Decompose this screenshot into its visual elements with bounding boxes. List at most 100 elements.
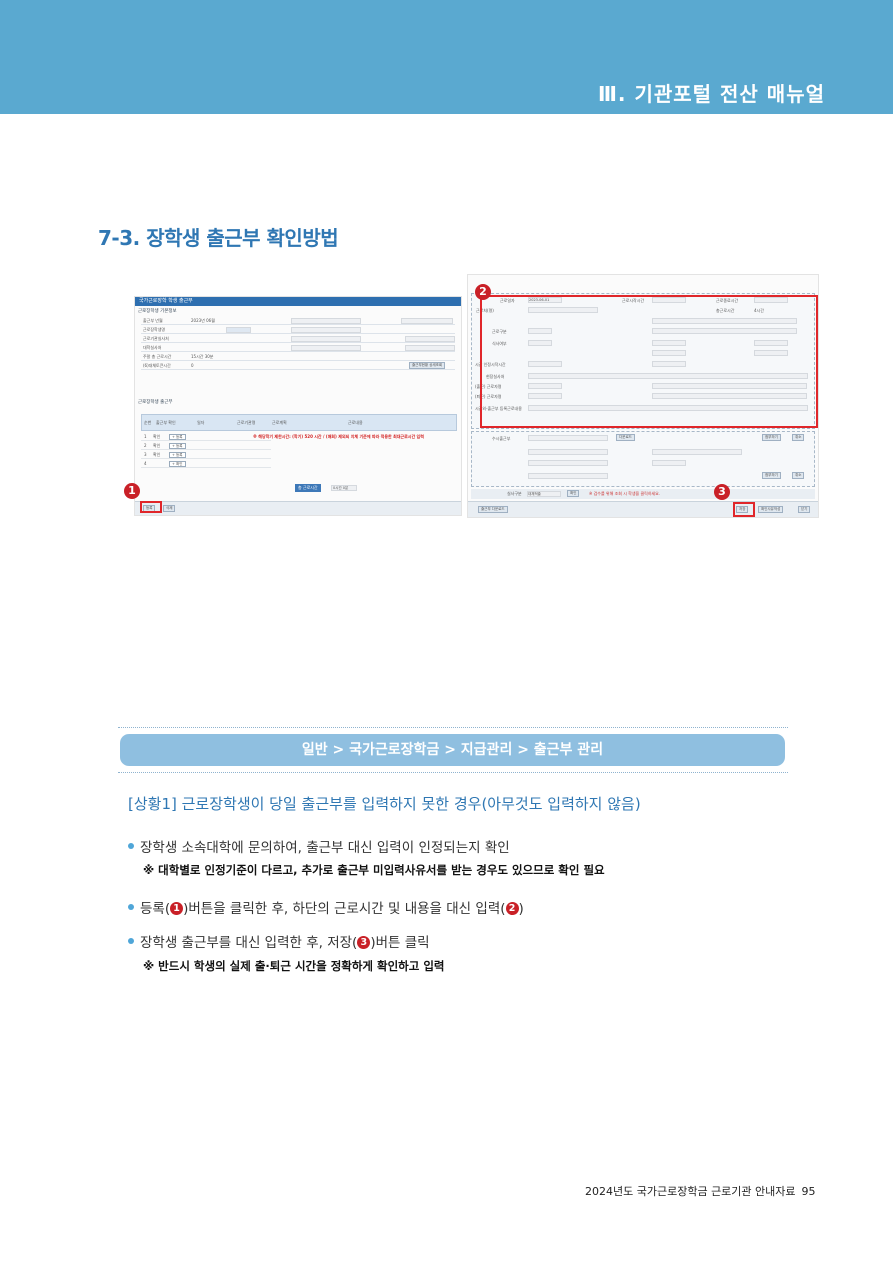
table-header: 근로기관명 (237, 420, 256, 425)
row-status: 확인 (153, 452, 161, 457)
form-field[interactable] (528, 405, 808, 411)
table-row: 4 + 확인 (141, 460, 271, 468)
confirm-reason-button[interactable]: 확인사유작성 (758, 506, 784, 513)
row-register-button[interactable]: + 등록 (169, 434, 186, 440)
form-label: 근로구분 (492, 329, 507, 334)
form-label: 식사여부 (492, 341, 507, 346)
close-button[interactable]: 닫기 (798, 506, 811, 513)
marker-1: 1 (124, 483, 140, 499)
form-row: (6)대체토큰시간 0 출근부현황 상세조회 (141, 362, 455, 370)
total-hours-label: 총 근로시간 (295, 484, 321, 492)
row-number: 1 (144, 434, 147, 439)
search-field[interactable] (226, 327, 251, 333)
row-status: 확인 (153, 434, 161, 439)
file-field (528, 435, 608, 441)
row-register-button[interactable]: + 등록 (169, 452, 186, 458)
form-label: 시간외-출근부 등록근로내용 (475, 406, 522, 411)
bullet-item: 장학생 소속대학에 문의하여, 출근부 대신 입력이 인정되는지 확인 (128, 836, 510, 856)
highlight-register (140, 501, 162, 513)
form-field (291, 336, 361, 342)
start-time-field[interactable] (652, 297, 686, 303)
form-label: 주말 총 근로시간 (143, 354, 172, 359)
table-row: 3 확인 + 등록 (141, 451, 271, 459)
bullet-item: 장학생 출근부를 대신 입력한 후, 저장(3)버튼 클릭 (128, 931, 430, 951)
detail-button[interactable]: 출근부현황 상세조회 (409, 362, 446, 369)
form-label: 근로종료시간 (716, 298, 739, 303)
step-number-icon: 3 (357, 935, 371, 949)
form-field (405, 345, 455, 351)
cancel-file-button[interactable]: 취소 (792, 434, 805, 441)
footer-text: 2024년도 국가근로장학금 근로기관 안내자료 (585, 1185, 796, 1198)
download-all-button[interactable]: 출근부 다운로드 (478, 506, 508, 513)
form-row: 대학실사처 (141, 344, 455, 352)
attendance-table-header: 순번 출근부 확인 일자 근로기관명 근로계획 근로내용 (141, 414, 457, 431)
form-label: 대학실사처 (143, 345, 162, 350)
form-row: 근로장학생명 (141, 326, 455, 334)
bullet-text: )버튼을 클릭한 후, 하단의 근로시간 및 내용을 대신 입력( (183, 901, 506, 917)
form-value: 15시간 30분 (191, 354, 214, 359)
select-file-button[interactable]: 첨부하기 (762, 434, 781, 441)
form-field (528, 373, 808, 379)
reason-select[interactable]: 대체적출 (527, 491, 561, 497)
form-label: 현장실사처 (486, 374, 505, 379)
form-field (652, 393, 807, 399)
divider-top (118, 727, 788, 728)
form-field (528, 460, 608, 466)
form-label: (출근) 근로자명 (475, 384, 502, 389)
screenshot-attendance-entry: 근로일자 2023-06-01 근로시작시간 근로종료시간 근로처(명) 총근로… (467, 274, 819, 518)
form-label: (퇴근) 근로자명 (475, 394, 502, 399)
form-field (652, 460, 686, 466)
date-field[interactable]: 2023-06-01 (528, 297, 562, 303)
row-number: 4 (144, 461, 147, 466)
form-field (652, 318, 797, 324)
form-label: 근로일자 (500, 298, 515, 303)
table-header: 근로내용 (348, 420, 363, 425)
form-label: 근로기관실사처 (143, 336, 169, 341)
form-field[interactable] (652, 350, 686, 356)
reason-label: 실사구분 (507, 491, 522, 496)
form-field[interactable] (652, 361, 686, 367)
form-field (528, 307, 598, 313)
form-field[interactable] (754, 340, 788, 346)
download-button[interactable]: 다운로드 (616, 434, 635, 441)
row-number: 3 (144, 452, 147, 457)
bullet-text: ) (518, 901, 524, 917)
row-status: 확인 (153, 443, 161, 448)
row-register-button[interactable]: + 등록 (169, 443, 186, 449)
bottom-toolbar: 등록 삭제 (135, 501, 461, 515)
form-field (528, 473, 608, 479)
form-field[interactable] (754, 350, 788, 356)
entry-form-area: 근로일자 2023-06-01 근로시작시간 근로종료시간 근로처(명) 총근로… (471, 293, 815, 429)
note-text: ※ 반드시 학생의 실제 출·퇴근 시간을 정확하게 확인하고 입력 (143, 959, 445, 973)
scenario-title: [상황1] 근로장학생이 당일 출근부를 입력하지 못한 경우(아무것도 입력하… (128, 795, 641, 813)
form-field (528, 383, 562, 389)
search-button[interactable]: 확인 (567, 490, 580, 497)
table-row: 2 확인 + 등록 (141, 442, 271, 450)
form-field (405, 336, 455, 342)
attachment-label: 수시출근부 (492, 436, 511, 441)
end-time-field[interactable] (754, 297, 788, 303)
warning-note: ※ 해당학기 제한시간: (학기) 520 시간 / (매회) 제외되 지체 기… (253, 434, 424, 439)
form-label: 근로처(명) (476, 308, 494, 313)
bullet-item: 등록(1)버튼을 클릭한 후, 하단의 근로시간 및 내용을 대신 입력(2) (128, 897, 524, 917)
bullet-dot-icon (128, 904, 134, 910)
form-field[interactable] (528, 361, 562, 367)
select-file-button[interactable]: 첨부하기 (762, 472, 781, 479)
header-band (0, 0, 893, 114)
form-field (401, 318, 453, 324)
bullet-dot-icon (128, 938, 134, 944)
form-label: 근로시작시간 (622, 298, 645, 303)
row-confirm-button[interactable]: + 확인 (169, 461, 186, 467)
form-field[interactable] (652, 340, 686, 346)
form-field (528, 328, 552, 334)
save-button[interactable]: 저장 (736, 506, 749, 513)
highlight-save (733, 502, 755, 517)
form-row: 출근부 년월 2023년 06월 (141, 317, 455, 325)
cancel-file-button[interactable]: 취소 (792, 472, 805, 479)
delete-button[interactable]: 삭제 (163, 505, 176, 512)
marker-2: 2 (475, 284, 491, 300)
table-header: 일자 (197, 420, 205, 425)
basic-info-heading: 근로장학생 기본정보 (138, 309, 177, 314)
form-value: 0 (191, 363, 194, 368)
